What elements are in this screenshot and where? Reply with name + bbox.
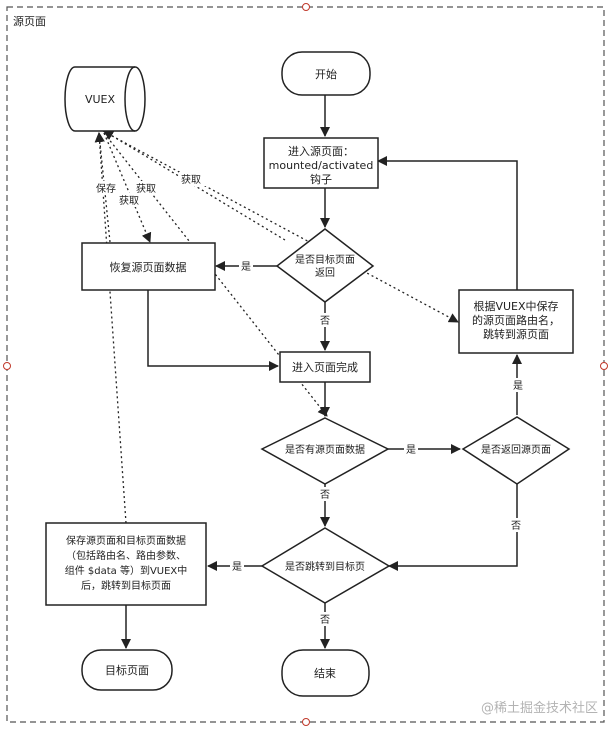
edge-label-no-back: 否 bbox=[511, 520, 521, 532]
end-label: 结束 bbox=[314, 667, 336, 680]
is-jump-target-decision[interactable]: 是否跳转到目标页 bbox=[260, 527, 391, 604]
edge-redirect-to-enter bbox=[377, 156, 518, 290]
edge-label-yes-return: 是 bbox=[241, 261, 251, 273]
redirect-line-1: 根据VUEX中保存 bbox=[473, 299, 558, 313]
save-data-line-1: 保存源页面和目标页面数据 bbox=[66, 534, 186, 547]
target-page-node[interactable]: 目标页面 bbox=[81, 649, 173, 691]
edge-label-yes-jump: 是 bbox=[232, 561, 242, 573]
save-data-line-4: 后，跳转到目标页面 bbox=[81, 579, 171, 592]
edge-label-save: 保存 bbox=[96, 182, 116, 195]
edge-vuex-to-redirect bbox=[102, 130, 459, 323]
enter-done-node[interactable]: 进入页面完成 bbox=[279, 351, 371, 383]
edge-restore-to-vuex bbox=[94, 132, 111, 243]
watermark: @稀土掘金技术社区 bbox=[481, 700, 598, 716]
target-page-label: 目标页面 bbox=[105, 663, 149, 677]
is-return-line-2: 返回 bbox=[315, 267, 335, 279]
is-jump-target-label: 是否跳转到目标页 bbox=[285, 560, 365, 573]
redirect-node[interactable]: 根据VUEX中保存 的源页面路由名， 跳转到源页面 bbox=[458, 289, 574, 354]
start-node[interactable]: 开始 bbox=[281, 51, 371, 96]
vuex-label: VUEX bbox=[85, 93, 116, 106]
restore-data-node[interactable]: 恢复源页面数据 bbox=[81, 242, 216, 291]
edge-label-no-has: 否 bbox=[320, 489, 330, 501]
is-return-line-1: 是否目标页面 bbox=[295, 254, 355, 266]
start-label: 开始 bbox=[315, 67, 337, 81]
edge-restore-to-enterdone bbox=[147, 290, 279, 371]
enter-source-line-1: 进入源页面： bbox=[288, 144, 354, 158]
is-return-decision[interactable]: 是否目标页面 返回 bbox=[275, 228, 375, 303]
edge-save-to-vuex bbox=[94, 132, 127, 524]
restore-data-label: 恢复源页面数据 bbox=[110, 260, 187, 274]
frame-handle-top[interactable] bbox=[302, 3, 310, 11]
edge-label-fetch-2: 获取 bbox=[119, 195, 139, 207]
edge-label-no-return: 否 bbox=[320, 315, 330, 327]
vuex-store[interactable]: VUEX bbox=[64, 66, 146, 132]
frame-handle-right[interactable] bbox=[600, 362, 608, 370]
frame-title: 源页面 bbox=[13, 14, 46, 28]
redirect-line-2: 的源页面路由名， bbox=[472, 313, 560, 327]
redirect-line-3: 跳转到源页面 bbox=[483, 327, 549, 341]
edge-label-no-jump: 否 bbox=[320, 614, 330, 626]
enter-source-line-3: 钩子 bbox=[310, 172, 332, 186]
save-data-node[interactable]: 保存源页面和目标页面数据 （包括路由名、路由参数、 组件 $data 等）到VU… bbox=[45, 522, 207, 606]
enter-done-label: 进入页面完成 bbox=[292, 360, 358, 374]
edge-label-yes-back: 是 bbox=[513, 380, 523, 392]
edge-label-yes-has: 是 bbox=[406, 444, 416, 456]
frame-handle-left[interactable] bbox=[3, 362, 11, 370]
save-data-line-3: 组件 $data 等）到VUEX中 bbox=[65, 564, 188, 577]
is-back-source-label: 是否返回源页面 bbox=[481, 443, 551, 456]
enter-source-line-2: mounted/activated bbox=[269, 159, 374, 172]
has-data-decision[interactable]: 是否有源页面数据 bbox=[260, 417, 390, 485]
is-back-source-decision[interactable]: 是否返回源页面 bbox=[461, 416, 571, 485]
edge-label-fetch-1: 获取 bbox=[136, 183, 156, 195]
frame-handle-bottom[interactable] bbox=[302, 718, 310, 726]
has-data-label: 是否有源页面数据 bbox=[285, 443, 365, 456]
enter-source-node[interactable]: 进入源页面： mounted/activated 钩子 bbox=[263, 137, 379, 189]
end-node[interactable]: 结束 bbox=[281, 649, 370, 697]
save-data-line-2: （包括路由名、路由参数、 bbox=[66, 549, 186, 562]
edge-label-fetch-3: 获取 bbox=[181, 174, 201, 186]
edge-isback-to-isjump bbox=[388, 484, 518, 571]
